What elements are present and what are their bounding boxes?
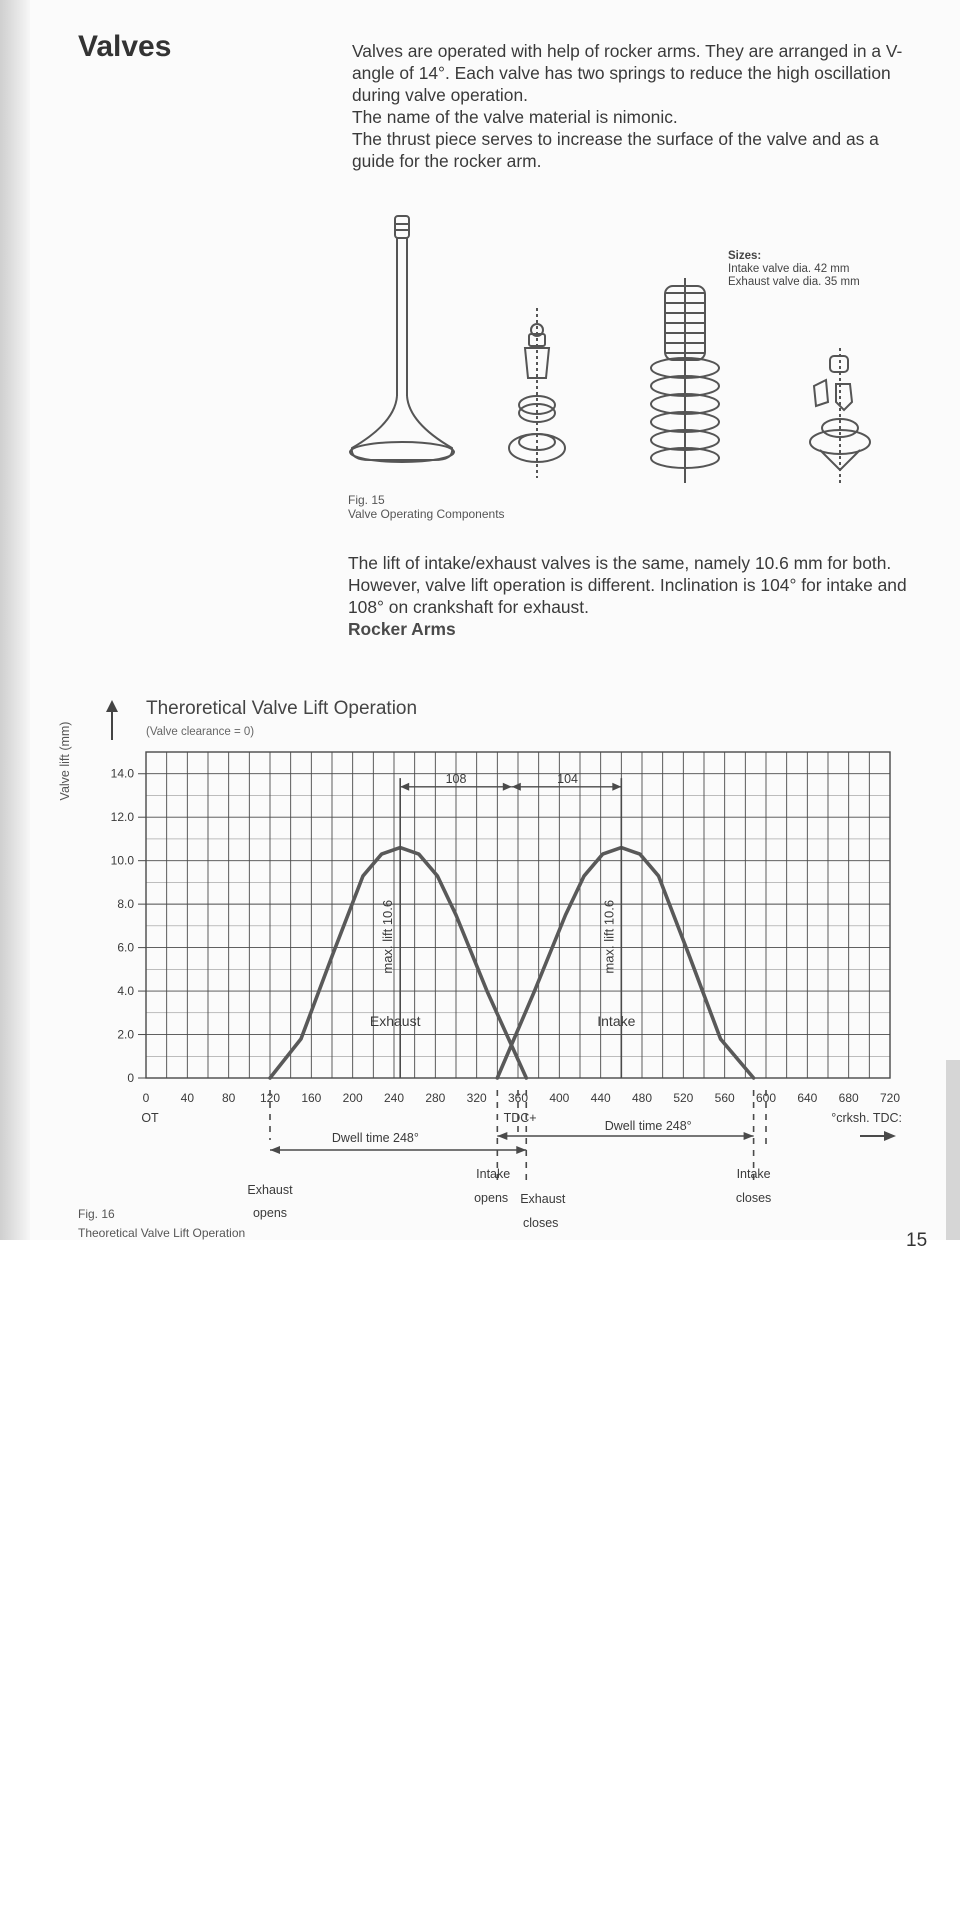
valve-springs-drawing <box>650 278 720 483</box>
x-tick-label: 600 <box>756 1091 776 1105</box>
exhaust-angle-label: 108 <box>446 772 467 786</box>
fig15-caption: Fig. 15 Valve Operating Components <box>348 493 505 521</box>
fig15-number: Fig. 15 <box>348 493 385 507</box>
arrowhead-icon <box>270 1146 280 1154</box>
y-tick-label: 14.0 <box>111 767 135 781</box>
x-tick-label: 720 <box>880 1091 900 1105</box>
x-tick-label: 40 <box>181 1091 195 1105</box>
intake-max-lift-label: max. lift 10.6 <box>601 900 616 974</box>
exhaust-curve-label: Exhaust <box>370 1013 421 1029</box>
rocker-arms-heading: Rocker Arms <box>348 619 456 639</box>
exhaust-opens-label-1: Exhaust <box>247 1183 293 1197</box>
exhaust-opens-label-2: opens <box>253 1206 287 1220</box>
arrowhead-icon <box>743 1132 754 1140</box>
valve-keepers-drawing <box>809 348 871 483</box>
arrowhead-icon <box>400 782 410 791</box>
intake-closes-label-1: Intake <box>737 1167 771 1181</box>
ot-label: OT <box>141 1111 159 1125</box>
y-tick-label: 6.0 <box>117 941 134 955</box>
y-tick-label: 2.0 <box>117 1028 134 1042</box>
x-tick-label: 280 <box>425 1091 445 1105</box>
valve-sizes-note: Sizes: Intake valve dia. 42 mm Exhaust v… <box>728 250 860 289</box>
y-tick-label: 12.0 <box>111 810 135 824</box>
tdc-label: TDC+ <box>504 1111 537 1125</box>
intake-opens-label-2: opens <box>474 1191 508 1205</box>
scan-edge <box>0 0 30 1240</box>
valve-lift-text: The lift of intake/exhaust valves is the… <box>348 552 908 640</box>
chart-subtitle: (Valve clearance = 0) <box>146 726 255 738</box>
intro-paragraph-3: The thrust piece serves to increase the … <box>352 129 879 171</box>
valve-seal-drawing <box>508 308 566 478</box>
valve-drawing <box>349 215 455 463</box>
intro-text: Valves are operated with help of rocker … <box>352 40 912 172</box>
intro-paragraph-1: Valves are operated with help of rocker … <box>352 41 903 105</box>
valve-lift-paragraph: The lift of intake/exhaust valves is the… <box>348 553 907 617</box>
intro-paragraph-2: The name of the valve material is nimoni… <box>352 107 678 127</box>
x-axis-label: °crksh. TDC: <box>831 1111 902 1125</box>
x-tick-label: 480 <box>632 1091 652 1105</box>
document-page <box>30 0 960 1240</box>
x-tick-label: 400 <box>549 1091 569 1105</box>
x-tick-label: 680 <box>839 1091 859 1105</box>
intake-curve-label: Intake <box>597 1013 635 1029</box>
arrowhead-icon <box>612 782 622 791</box>
section-title: Valves <box>78 30 172 63</box>
x-tick-label: 560 <box>715 1091 735 1105</box>
valve-lift-chart: 0 2.0 4.0 6.0 8.0 10.0 12.0 14.0 0 40 80 120 160 200 2… <box>111 751 902 1230</box>
sizes-intake: Intake valve dia. 42 mm <box>728 263 850 275</box>
x-tick-label: 80 <box>222 1091 236 1105</box>
x-axis-arrowhead-icon <box>884 1131 896 1141</box>
exhaust-closes-label-2: closes <box>523 1216 558 1230</box>
x-tick-label: 640 <box>797 1091 817 1105</box>
valve-components-illustration <box>349 215 871 483</box>
x-tick-label: 520 <box>673 1091 693 1105</box>
arrowhead-icon <box>511 782 521 791</box>
exhaust-max-lift-label: max. lift 10.6 <box>380 900 395 974</box>
x-tick-label: 360 <box>508 1091 528 1105</box>
y-tick-label: 10.0 <box>111 854 135 868</box>
page-number: 15 <box>906 1230 928 1251</box>
x-tick-label: 120 <box>260 1091 280 1105</box>
intake-opens-label-1: Intake <box>476 1167 510 1181</box>
arrowhead-icon <box>497 1132 508 1140</box>
fig16-text: Theoretical Valve Lift Operation <box>78 1226 246 1240</box>
sizes-heading: Sizes: <box>728 250 762 262</box>
y-tick-label: 8.0 <box>117 897 134 911</box>
up-arrow-icon <box>106 700 118 740</box>
arrowhead-icon <box>502 782 512 791</box>
x-tick-label: 200 <box>343 1091 363 1105</box>
scan-strip <box>946 1060 960 1240</box>
y-tick-label: 0 <box>127 1071 134 1085</box>
x-tick-label: 240 <box>384 1091 404 1105</box>
exhaust-closes-label-1: Exhaust <box>520 1192 566 1206</box>
y-tick-label: 4.0 <box>117 984 134 998</box>
sizes-exhaust: Exhaust valve dia. 35 mm <box>728 276 860 288</box>
x-tick-label: 320 <box>467 1091 487 1105</box>
intake-dwell-label: Dwell time 248° <box>605 1119 692 1133</box>
intake-angle-label: 104 <box>557 772 578 786</box>
intake-closes-label-2: closes <box>736 1191 771 1205</box>
x-tick-label: 440 <box>591 1091 611 1105</box>
fig16-number: Fig. 16 <box>78 1207 115 1221</box>
fig16-caption: Fig. 16 Theoretical Valve Lift Operation <box>78 1205 245 1243</box>
x-tick-label: 160 <box>301 1091 321 1105</box>
fig15-text: Valve Operating Components <box>348 507 505 521</box>
exhaust-dwell-label: Dwell time 248° <box>332 1131 419 1145</box>
x-tick-label: 0 <box>143 1091 150 1105</box>
arrowhead-icon <box>516 1146 527 1154</box>
chart-title: Theroretical Valve Lift Operation <box>146 698 418 719</box>
